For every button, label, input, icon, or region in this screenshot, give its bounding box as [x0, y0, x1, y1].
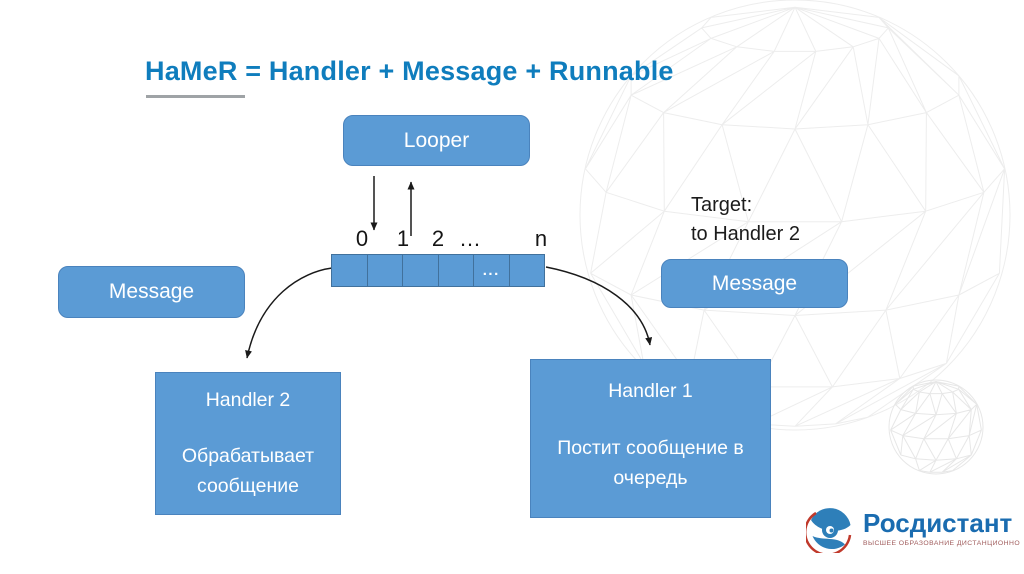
- message-queue: ...: [331, 254, 545, 287]
- queue-index-n: n: [534, 226, 548, 251]
- queue-cell: [403, 255, 439, 286]
- handler2-box: Handler 2 Обрабатывает сообщение: [155, 372, 341, 515]
- logo-name: Росдистант: [863, 508, 1013, 538]
- queue-to-handler2-arrow: [245, 267, 333, 359]
- rosdistant-logo: Росдистант ВЫСШЕЕ ОБРАЗОВАНИЕ ДИСТАНЦИОН…: [806, 501, 1020, 553]
- message-right-label: Message: [711, 271, 798, 295]
- queue-index-ellipsis: …: [459, 226, 481, 251]
- logo-text: Росдистант ВЫСШЕЕ ОБРАЗОВАНИЕ ДИСТАНЦИОН…: [863, 501, 1020, 547]
- queue-index-2: 2: [431, 226, 445, 251]
- logo-tagline: ВЫСШЕЕ ОБРАЗОВАНИЕ ДИСТАНЦИОННО: [863, 540, 1021, 547]
- handler1-box: Handler 1 Постит сообщение в очередь: [530, 359, 771, 518]
- target-note-line2: to Handler 2: [691, 223, 800, 245]
- queue-cell: [439, 255, 474, 286]
- target-note: Target: to Handler 2: [691, 191, 800, 249]
- message-box-right: Message: [661, 259, 848, 308]
- slide-title: HaMeR = Handler + Message + Runnable: [145, 56, 674, 86]
- queue-cell-ellipsis: ...: [474, 255, 510, 286]
- queue-index-1: 1: [396, 226, 410, 251]
- handler2-description: Обрабатывает сообщение: [181, 445, 315, 497]
- looper-box: Looper: [343, 115, 530, 166]
- queue-to-handler1-arrow: [545, 266, 653, 346]
- queue-cell: [368, 255, 403, 286]
- message-box-left: Message: [58, 266, 245, 318]
- message-left-label: Message: [108, 280, 195, 303]
- looper-label: Looper: [403, 128, 470, 152]
- rosdistant-globe-icon: [806, 508, 852, 553]
- handler2-title: Handler 2: [205, 389, 291, 411]
- queue-cell: [332, 255, 368, 286]
- queue-index-0: 0: [355, 226, 369, 251]
- queue-cell: [510, 255, 545, 286]
- handler1-title: Handler 1: [608, 380, 693, 402]
- handler1-description: Постит сообщение в очередь: [557, 437, 744, 489]
- title-underline: [146, 95, 245, 98]
- target-note-line1: Target:: [691, 194, 753, 216]
